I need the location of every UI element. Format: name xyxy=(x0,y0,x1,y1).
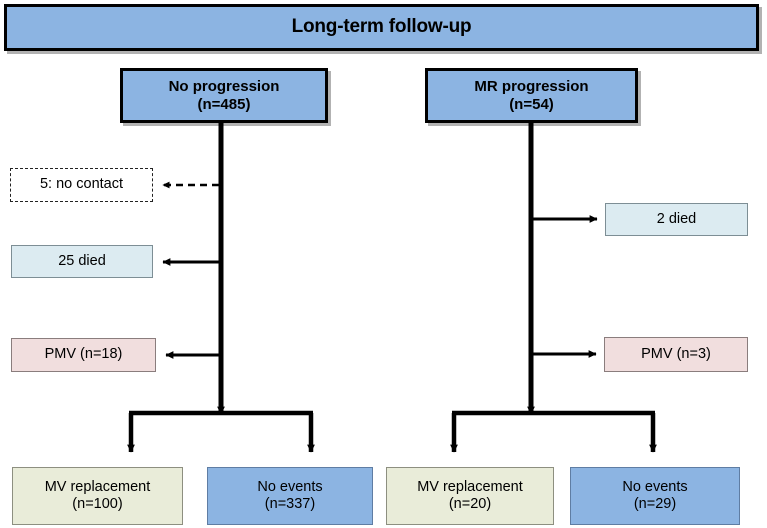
header-banner: Long-term follow-up xyxy=(4,4,759,51)
outcome-box-no-events-right: No events (n=29) xyxy=(570,467,740,525)
outcome-title: MV replacement xyxy=(44,478,151,495)
outcome-box-mv-replacement-left: MV replacement (n=100) xyxy=(12,467,183,525)
header-label: Long-term follow-up xyxy=(291,16,472,38)
outcome-box-mv-replacement-right: MV replacement (n=20) xyxy=(386,467,554,525)
attrition-label: 25 died xyxy=(58,252,106,269)
outcome-count: (n=29) xyxy=(633,496,677,512)
group-count: (n=485) xyxy=(197,95,251,113)
attrition-box-died-right: 2 died xyxy=(605,203,748,236)
attrition-box-no-contact: 5: no contact xyxy=(10,168,153,202)
group-title: MR progression xyxy=(474,77,589,95)
attrition-box-pmv-left: PMV (n=18) xyxy=(11,338,156,372)
group-box-no-progression: No progression (n=485) xyxy=(120,68,328,123)
outcome-title: No events xyxy=(622,478,688,495)
attrition-label: 5: no contact xyxy=(39,176,124,193)
attrition-box-pmv-right: PMV (n=3) xyxy=(604,337,748,372)
outcome-count: (n=100) xyxy=(72,496,123,512)
outcome-box-no-events-left: No events (n=337) xyxy=(207,467,373,525)
attrition-label: PMV (n=3) xyxy=(641,345,711,362)
outcome-title: No events xyxy=(257,478,323,495)
attrition-box-died-left: 25 died xyxy=(11,245,153,278)
outcome-count: (n=337) xyxy=(264,496,316,512)
group-title: No progression xyxy=(168,77,280,95)
group-count: (n=54) xyxy=(509,95,554,113)
group-box-mr-progression: MR progression (n=54) xyxy=(425,68,638,123)
right-fork xyxy=(450,410,657,453)
outcome-count: (n=20) xyxy=(448,496,492,512)
left-fork xyxy=(127,410,315,453)
attrition-label: PMV (n=18) xyxy=(44,346,123,363)
attrition-label: 2 died xyxy=(656,210,697,227)
outcome-title: MV replacement xyxy=(417,478,523,495)
